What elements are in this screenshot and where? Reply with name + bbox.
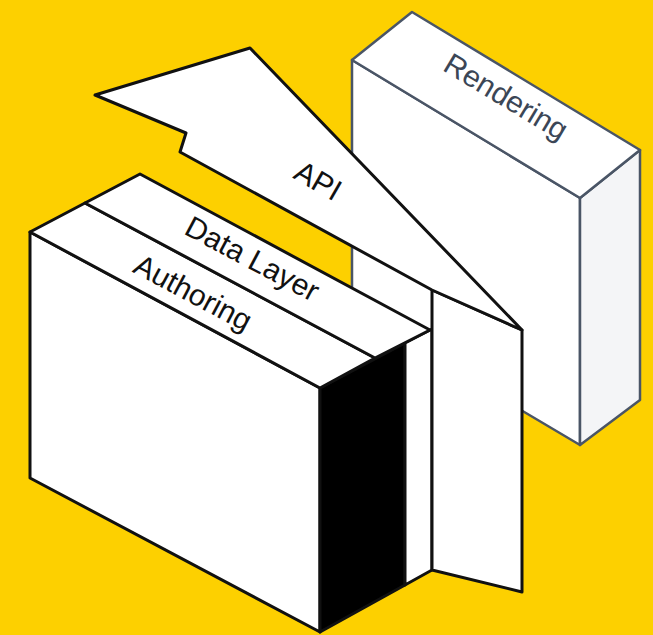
rendering-top-face [352, 12, 640, 198]
layer-node: API [285, 150, 351, 209]
cube-strip-face [405, 329, 432, 585]
layer-node: Rendering [435, 43, 578, 149]
arrow-flap [432, 290, 522, 592]
cube-dark-face [320, 343, 405, 632]
rendering-front-face [580, 150, 640, 445]
api-label: API [289, 154, 347, 207]
api-arrow [95, 48, 522, 592]
rendering-label: Rendering [438, 46, 574, 146]
